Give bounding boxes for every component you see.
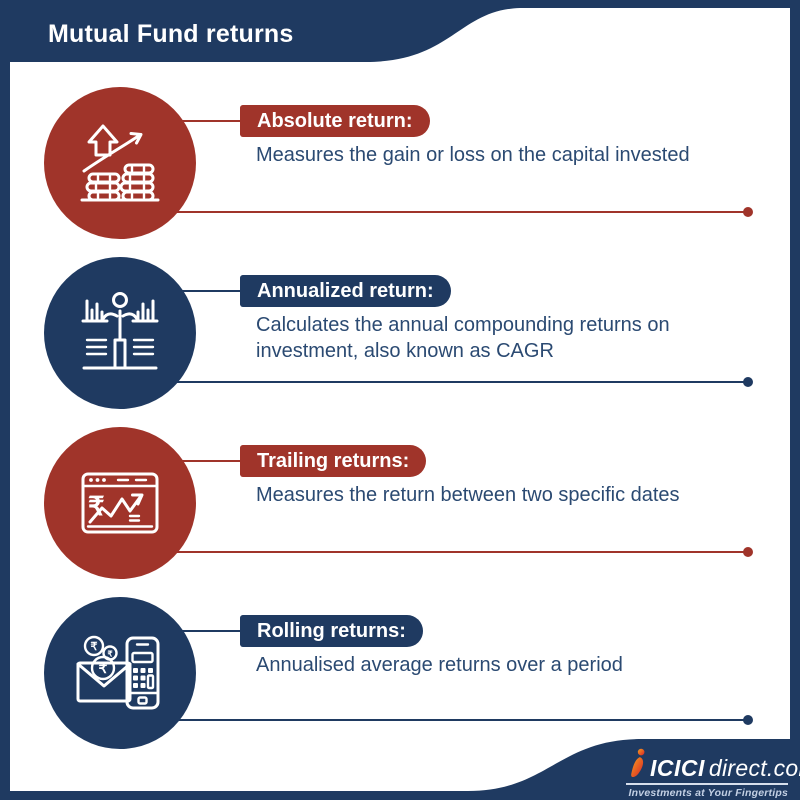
trailing-returns-label: Trailing returns: — [240, 445, 427, 477]
rolling-returns-description: Annualised average returns over a period — [256, 654, 623, 676]
divider-line — [150, 551, 748, 553]
annualized-return-badge — [44, 257, 196, 409]
svg-text:₹: ₹ — [99, 660, 108, 676]
annualized-return-label: Annualized return: — [240, 275, 451, 307]
line-end-dot — [743, 715, 753, 725]
svg-text:₹: ₹ — [108, 650, 113, 659]
frame-top — [0, 0, 800, 8]
brand-name-bold: ICICI — [650, 755, 705, 781]
frame-left — [0, 0, 10, 800]
absolute-return-badge — [44, 87, 196, 239]
brand-logo: ICICI direct.com Investments at Your Fin… — [626, 747, 800, 799]
line-end-dot — [743, 547, 753, 557]
connector-line — [150, 460, 244, 462]
trailing-returns-badge: ₹ — [44, 427, 196, 579]
absolute-return-label: Absolute return: — [240, 105, 430, 137]
divider-line — [150, 381, 748, 383]
header-banner — [0, 8, 520, 62]
rolling-returns-badge: ₹ ₹ ₹ — [44, 597, 196, 749]
brand-separator — [626, 783, 788, 785]
icici-i-icon — [631, 748, 645, 778]
envelope-coins-calculator-icon: ₹ ₹ ₹ — [76, 635, 160, 710]
brand-tagline: Investments at Your Fingertips — [628, 786, 788, 799]
coins-growth-icon — [80, 124, 160, 202]
brand-row: ICICI direct.com — [626, 747, 800, 781]
page-title: Mutual Fund returns — [48, 20, 294, 48]
line-end-dot — [743, 207, 753, 217]
footer-banner — [468, 739, 790, 791]
svg-text:₹: ₹ — [88, 491, 105, 521]
connector-line — [150, 290, 244, 292]
divider-line — [150, 719, 748, 721]
absolute-return-description: Measures the gain or loss on the capital… — [256, 144, 690, 166]
divider-line — [150, 211, 748, 213]
rolling-returns-label: Rolling returns: — [240, 615, 423, 647]
svg-text:₹: ₹ — [91, 641, 98, 653]
frame-bottom — [0, 791, 800, 800]
annualized-return-description: Calculates the annual compounding return… — [256, 314, 670, 362]
brand-name-regular: direct.com — [708, 755, 800, 781]
frame-right — [790, 0, 800, 800]
connector-line — [150, 630, 244, 632]
rupee-chart-window-icon: ₹ — [81, 472, 159, 534]
person-bar-chart-icon — [81, 292, 159, 370]
line-end-dot — [743, 377, 753, 387]
trailing-returns-description: Measures the return between two specific… — [256, 484, 680, 506]
connector-line — [150, 120, 244, 122]
